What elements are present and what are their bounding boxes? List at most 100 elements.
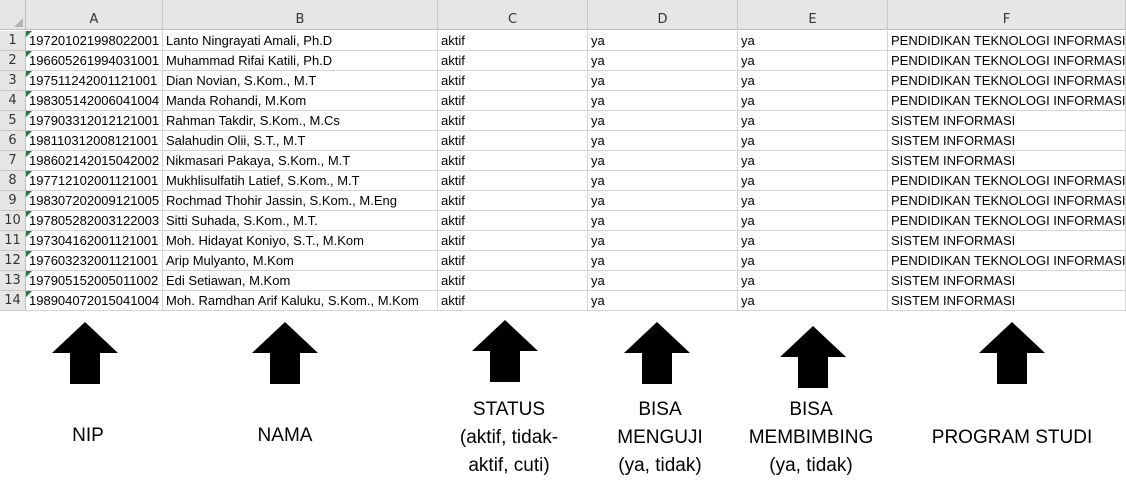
- row-header[interactable]: 2: [0, 51, 26, 71]
- cell-menguji[interactable]: ya: [588, 91, 738, 111]
- cell-nama[interactable]: Mukhlisulfatih Latief, S.Kom., M.T: [163, 171, 438, 191]
- cell-nama[interactable]: Sitti Suhada, S.Kom., M.T.: [163, 211, 438, 231]
- cell-status[interactable]: aktif: [438, 191, 588, 211]
- column-header-b[interactable]: B: [163, 0, 438, 30]
- row-header[interactable]: 7: [0, 151, 26, 171]
- cell-membimbing[interactable]: ya: [738, 131, 888, 151]
- cell-nip[interactable]: 197805282003122003: [26, 211, 163, 231]
- cell-status[interactable]: aktif: [438, 251, 588, 271]
- cell-menguji[interactable]: ya: [588, 251, 738, 271]
- cell-membimbing[interactable]: ya: [738, 51, 888, 71]
- cell-membimbing[interactable]: ya: [738, 111, 888, 131]
- column-header-d[interactable]: D: [588, 0, 738, 30]
- cell-nama[interactable]: Muhammad Rifai Katili, Ph.D: [163, 51, 438, 71]
- cell-prodi[interactable]: PENDIDIKAN TEKNOLOGI INFORMASI: [888, 91, 1126, 111]
- cell-nama[interactable]: Rahman Takdir, S.Kom., M.Cs: [163, 111, 438, 131]
- row-header[interactable]: 10: [0, 211, 26, 231]
- cell-membimbing[interactable]: ya: [738, 291, 888, 311]
- cell-nip[interactable]: 198110312008121001: [26, 131, 163, 151]
- cell-status[interactable]: aktif: [438, 151, 588, 171]
- cell-membimbing[interactable]: ya: [738, 211, 888, 231]
- row-header[interactable]: 3: [0, 71, 26, 91]
- cell-menguji[interactable]: ya: [588, 111, 738, 131]
- row-header[interactable]: 11: [0, 231, 26, 251]
- cell-prodi[interactable]: PENDIDIKAN TEKNOLOGI INFORMASI: [888, 51, 1126, 71]
- cell-nip[interactable]: 198602142015042002: [26, 151, 163, 171]
- cell-prodi[interactable]: SISTEM INFORMASI: [888, 111, 1126, 131]
- cell-menguji[interactable]: ya: [588, 131, 738, 151]
- cell-nama[interactable]: Arip Mulyanto, M.Kom: [163, 251, 438, 271]
- cell-nip[interactable]: 197903312012121001: [26, 111, 163, 131]
- cell-nip[interactable]: 197712102001121001: [26, 171, 163, 191]
- cell-status[interactable]: aktif: [438, 131, 588, 151]
- cell-status[interactable]: aktif: [438, 291, 588, 311]
- cell-menguji[interactable]: ya: [588, 151, 738, 171]
- cell-membimbing[interactable]: ya: [738, 251, 888, 271]
- cell-status[interactable]: aktif: [438, 171, 588, 191]
- column-header-c[interactable]: C: [438, 0, 588, 30]
- cell-nama[interactable]: Salahudin Olii, S.T., M.T: [163, 131, 438, 151]
- cell-status[interactable]: aktif: [438, 71, 588, 91]
- cell-menguji[interactable]: ya: [588, 231, 738, 251]
- cell-nip[interactable]: 196605261994031001: [26, 51, 163, 71]
- cell-prodi[interactable]: SISTEM INFORMASI: [888, 271, 1126, 291]
- cell-nip[interactable]: 197603232001121001: [26, 251, 163, 271]
- row-header[interactable]: 8: [0, 171, 26, 191]
- cell-prodi[interactable]: PENDIDIKAN TEKNOLOGI INFORMASI: [888, 31, 1126, 51]
- cell-status[interactable]: aktif: [438, 91, 588, 111]
- cell-membimbing[interactable]: ya: [738, 271, 888, 291]
- select-all-corner[interactable]: [0, 0, 26, 30]
- cell-nip[interactable]: 198305142006041004: [26, 91, 163, 111]
- cell-nip[interactable]: 197304162001121001: [26, 231, 163, 251]
- row-header[interactable]: 6: [0, 131, 26, 151]
- cell-membimbing[interactable]: ya: [738, 91, 888, 111]
- cell-menguji[interactable]: ya: [588, 31, 738, 51]
- cell-menguji[interactable]: ya: [588, 71, 738, 91]
- cell-menguji[interactable]: ya: [588, 191, 738, 211]
- cell-nip[interactable]: 197511242001121001: [26, 71, 163, 91]
- cell-prodi[interactable]: PENDIDIKAN TEKNOLOGI INFORMASI: [888, 171, 1126, 191]
- cell-nama[interactable]: Dian Novian, S.Kom., M.T: [163, 71, 438, 91]
- cell-status[interactable]: aktif: [438, 51, 588, 71]
- cell-menguji[interactable]: ya: [588, 291, 738, 311]
- cell-membimbing[interactable]: ya: [738, 231, 888, 251]
- row-header[interactable]: 1: [0, 31, 26, 51]
- cell-nama[interactable]: Moh. Hidayat Koniyo, S.T., M.Kom: [163, 231, 438, 251]
- cell-status[interactable]: aktif: [438, 31, 588, 51]
- cell-status[interactable]: aktif: [438, 211, 588, 231]
- cell-prodi[interactable]: PENDIDIKAN TEKNOLOGI INFORMASI: [888, 191, 1126, 211]
- row-header[interactable]: 12: [0, 251, 26, 271]
- cell-status[interactable]: aktif: [438, 111, 588, 131]
- cell-membimbing[interactable]: ya: [738, 151, 888, 171]
- cell-status[interactable]: aktif: [438, 271, 588, 291]
- cell-prodi[interactable]: SISTEM INFORMASI: [888, 131, 1126, 151]
- cell-nama[interactable]: Manda Rohandi, M.Kom: [163, 91, 438, 111]
- cell-prodi[interactable]: PENDIDIKAN TEKNOLOGI INFORMASI: [888, 71, 1126, 91]
- row-header[interactable]: 4: [0, 91, 26, 111]
- cell-prodi[interactable]: SISTEM INFORMASI: [888, 231, 1126, 251]
- column-header-e[interactable]: E: [738, 0, 888, 30]
- cell-status[interactable]: aktif: [438, 231, 588, 251]
- cell-prodi[interactable]: SISTEM INFORMASI: [888, 151, 1126, 171]
- cell-menguji[interactable]: ya: [588, 171, 738, 191]
- row-header[interactable]: 5: [0, 111, 26, 131]
- row-header[interactable]: 13: [0, 271, 26, 291]
- cell-menguji[interactable]: ya: [588, 211, 738, 231]
- column-header-a[interactable]: A: [26, 0, 163, 30]
- cell-nip[interactable]: 197905152005011002: [26, 271, 163, 291]
- cell-prodi[interactable]: PENDIDIKAN TEKNOLOGI INFORMASI: [888, 251, 1126, 271]
- cell-menguji[interactable]: ya: [588, 51, 738, 71]
- cell-nama[interactable]: Moh. Ramdhan Arif Kaluku, S.Kom., M.Kom: [163, 291, 438, 311]
- cell-nama[interactable]: Rochmad Thohir Jassin, S.Kom., M.Eng: [163, 191, 438, 211]
- cell-nama[interactable]: Nikmasari Pakaya, S.Kom., M.T: [163, 151, 438, 171]
- cell-menguji[interactable]: ya: [588, 271, 738, 291]
- cell-nama[interactable]: Lanto Ningrayati Amali, Ph.D: [163, 31, 438, 51]
- cell-membimbing[interactable]: ya: [738, 71, 888, 91]
- cell-prodi[interactable]: PENDIDIKAN TEKNOLOGI INFORMASI: [888, 211, 1126, 231]
- row-header[interactable]: 9: [0, 191, 26, 211]
- cell-nip[interactable]: 197201021998022001: [26, 31, 163, 51]
- cell-prodi[interactable]: SISTEM INFORMASI: [888, 291, 1126, 311]
- cell-membimbing[interactable]: ya: [738, 171, 888, 191]
- column-header-f[interactable]: F: [888, 0, 1126, 30]
- cell-membimbing[interactable]: ya: [738, 191, 888, 211]
